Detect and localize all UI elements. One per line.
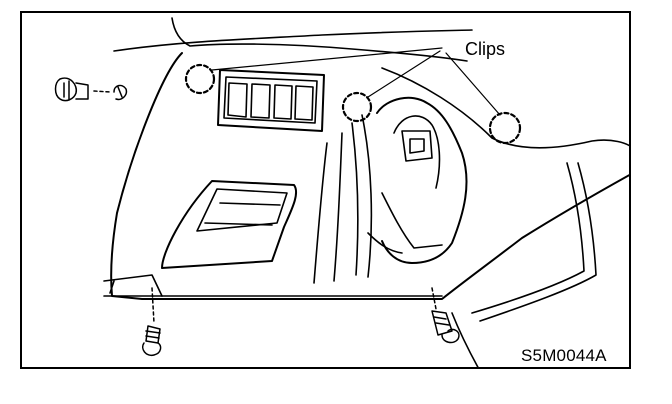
leader-line-2: [367, 50, 441, 98]
pocket-lip-2: [204, 222, 273, 226]
figure-frame: Clips S5M0044A: [20, 11, 631, 369]
clip-marker-3: [488, 111, 522, 145]
column-rib-b: [361, 114, 373, 278]
clips-label: Clips: [465, 39, 506, 59]
figure-code: S5M0044A: [521, 346, 607, 365]
clip-marker-2: [341, 91, 373, 123]
pocket-lip: [219, 202, 281, 206]
switch-bank-inner: [223, 76, 318, 124]
kick-panel-edge-inner: [479, 162, 597, 322]
screw-lower-right: [431, 287, 460, 344]
column-rib-left: [313, 142, 328, 284]
switch-4: [294, 85, 314, 121]
pocket-outline: [161, 180, 298, 269]
switch-3: [273, 84, 293, 120]
column-shadow: [367, 232, 403, 254]
pocket-inner: [196, 188, 288, 232]
panel-left-step: [103, 274, 163, 297]
kick-panel-edge: [471, 162, 585, 314]
screw-lower-left: [142, 287, 162, 357]
column-lower: [381, 192, 443, 249]
dash-console-rim: [381, 67, 629, 149]
switch-bank-outline: [217, 69, 325, 132]
switch-1: [227, 82, 248, 118]
steering-column-cutout: [376, 96, 468, 264]
leader-line-1: [211, 47, 443, 71]
column-rib-a: [351, 122, 359, 276]
clip-marker-1: [184, 63, 216, 95]
column-rib-mid: [333, 132, 343, 282]
switch-2: [250, 83, 271, 119]
bolt-left: [54, 77, 128, 102]
leader-line-3: [445, 52, 501, 116]
under-cover-panel: [110, 52, 629, 300]
undercover-illustration: [54, 17, 629, 367]
column-inner: [393, 115, 441, 189]
dash-top-trim: [171, 17, 468, 62]
floor-line: [451, 312, 479, 367]
column-latch-detail: [409, 138, 425, 154]
panel-left-step-inner: [109, 280, 115, 294]
column-latch: [401, 130, 433, 162]
dash-upper-edge: [113, 29, 473, 52]
